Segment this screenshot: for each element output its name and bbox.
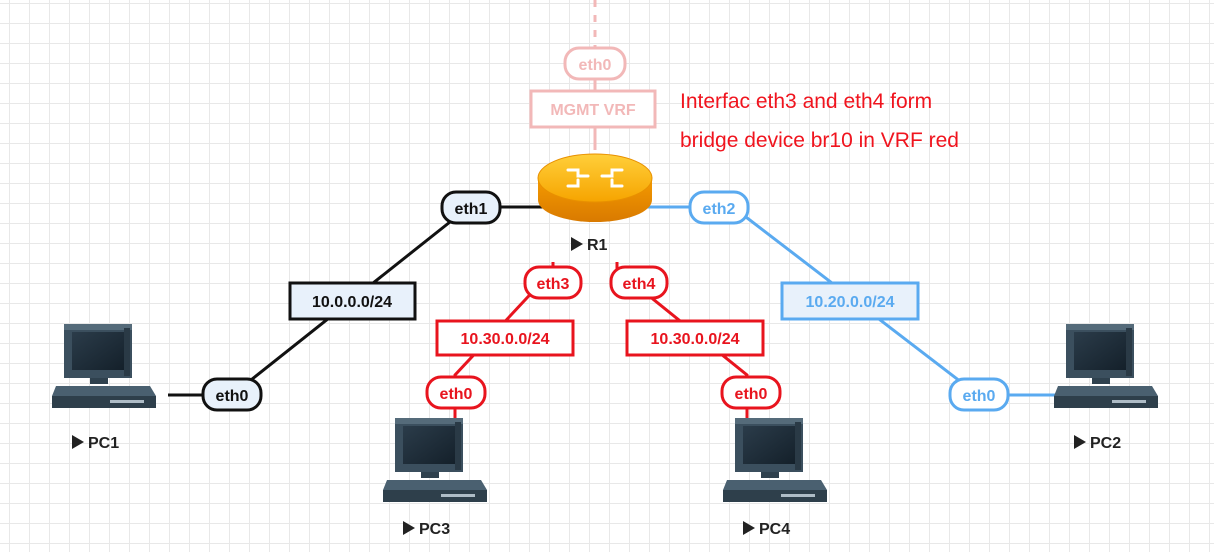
iface-pc2-eth0[interactable]: eth0 <box>948 377 1010 412</box>
iface-r1-eth4[interactable]: eth4 <box>609 265 669 300</box>
network-label: 10.30.0.0/24 <box>461 331 550 348</box>
computer-icon-pc2[interactable] <box>1054 324 1158 408</box>
iface-r1-eth3[interactable]: eth3 <box>523 265 583 300</box>
play-triangle-icon <box>571 237 583 251</box>
iface-label: eth0 <box>963 388 996 405</box>
iface-pc4-eth0[interactable]: eth0 <box>720 375 782 410</box>
network-label: MGMT VRF <box>550 102 636 119</box>
network-10-20-0-0[interactable]: 10.20.0.0/24 <box>780 281 920 321</box>
annotation-note: Interfac eth3 and eth4 form bridge devic… <box>680 90 959 152</box>
iface-r1-eth1[interactable]: eth1 <box>440 190 502 225</box>
node-name-pc4: PC4 <box>759 521 790 538</box>
iface-r1-eth2[interactable]: eth2 <box>688 190 750 225</box>
network-label: 10.30.0.0/24 <box>651 331 740 348</box>
note-line-1: Interfac eth3 and eth4 form <box>680 90 932 113</box>
router-icon[interactable] <box>537 153 653 222</box>
play-triangle-icon <box>403 521 415 535</box>
iface-label: eth0 <box>216 388 249 405</box>
network-10-30-0-0-left[interactable]: 10.30.0.0/24 <box>435 319 575 357</box>
network-label: 10.0.0.0/24 <box>312 294 392 311</box>
computer-icon-pc3[interactable] <box>383 418 487 502</box>
iface-label: eth3 <box>537 276 570 293</box>
play-triangle-icon <box>743 521 755 535</box>
computer-icon-pc4[interactable] <box>723 418 827 502</box>
iface-r1-eth0[interactable]: eth0 <box>563 46 627 81</box>
node-label-pc3: PC3 <box>403 521 450 538</box>
node-name-r1: R1 <box>587 237 608 254</box>
iface-label: eth1 <box>455 201 488 218</box>
node-label-r1: R1 <box>571 237 608 254</box>
iface-pc1-eth0[interactable]: eth0 <box>201 377 263 412</box>
network-mgmt-vrf[interactable]: MGMT VRF <box>529 89 657 129</box>
iface-label: eth2 <box>703 201 736 218</box>
note-line-2: bridge device br10 in VRF red <box>680 129 959 152</box>
iface-pc3-eth0[interactable]: eth0 <box>425 375 487 410</box>
play-triangle-icon <box>72 435 84 449</box>
play-triangle-icon <box>1074 435 1086 449</box>
iface-label: eth0 <box>440 386 473 403</box>
iface-label: eth0 <box>735 386 768 403</box>
node-name-pc1: PC1 <box>88 435 119 452</box>
network-label: 10.20.0.0/24 <box>806 294 895 311</box>
computer-icon-pc1[interactable] <box>52 324 156 408</box>
node-label-pc2: PC2 <box>1074 435 1121 452</box>
node-name-pc2: PC2 <box>1090 435 1121 452</box>
node-label-pc1: PC1 <box>72 435 119 452</box>
iface-label: eth0 <box>579 57 612 74</box>
network-10-0-0-0[interactable]: 10.0.0.0/24 <box>288 281 417 321</box>
network-10-30-0-0-right[interactable]: 10.30.0.0/24 <box>625 319 765 357</box>
node-label-pc4: PC4 <box>743 521 790 538</box>
iface-label: eth4 <box>623 276 656 293</box>
node-name-pc3: PC3 <box>419 521 450 538</box>
